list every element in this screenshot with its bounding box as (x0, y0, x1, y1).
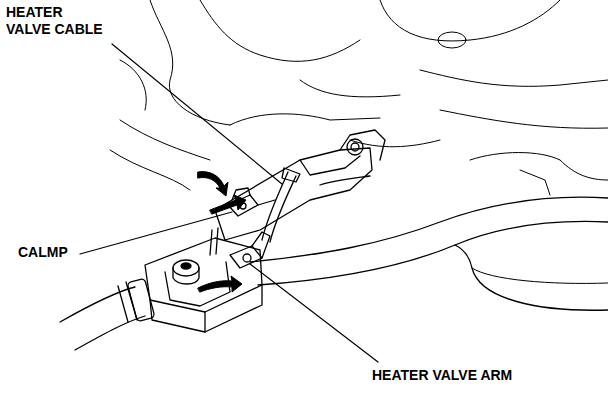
valve-bracket (215, 130, 385, 240)
direction-arrow (198, 172, 246, 292)
part-label: CALMP (18, 244, 68, 261)
part-label: HEATER VALVE ARM (372, 367, 512, 384)
heater-valve-cable (258, 168, 300, 242)
part-label: HEATER VALVE CABLE (6, 4, 110, 38)
inlet-hose (60, 278, 155, 350)
heater-hose (250, 197, 608, 310)
engine-outline (110, 0, 608, 195)
heater-valve-arm (230, 232, 270, 268)
leader-line (80, 44, 378, 362)
heater-valve-body (145, 228, 262, 332)
